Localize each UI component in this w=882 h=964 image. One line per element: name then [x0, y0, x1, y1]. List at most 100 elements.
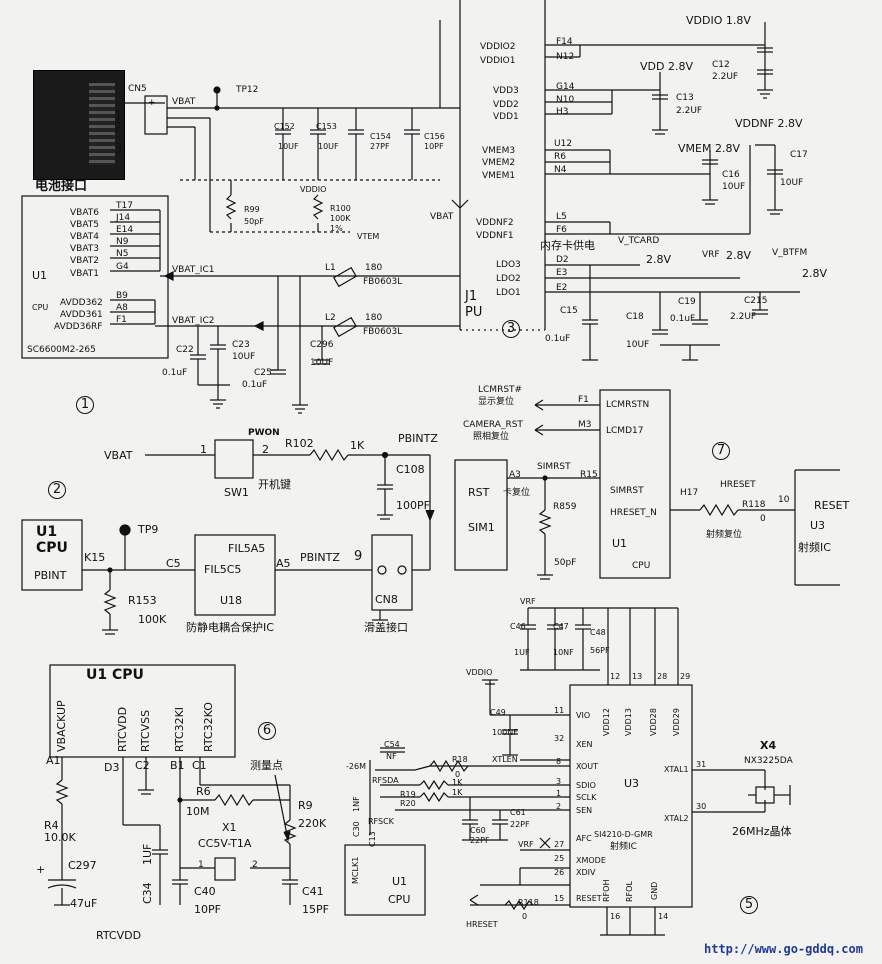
u1-vbat2: VBAT2 [70, 256, 100, 266]
c41-value: 15PF [302, 903, 329, 916]
u3-sen: SEN [576, 806, 593, 815]
c297-plus: + [36, 863, 46, 876]
ball-r15: R15 [580, 470, 598, 480]
fil5c5-pin: FIL5C5 [204, 563, 242, 576]
u3-pin15: 15 [554, 894, 565, 903]
rtcvdd-pin: RTCVDD [116, 706, 129, 752]
battery-contacts [89, 83, 115, 165]
u3-afc: AFC [576, 834, 592, 843]
c54-label: C54 [384, 740, 400, 749]
c40-label: C40 [194, 885, 216, 898]
sim1-label: SIM1 [468, 521, 495, 534]
vmem3-pin: VMEM3 [482, 146, 516, 156]
r19-value: 1K [452, 778, 463, 787]
vmem2-pin: VMEM2 [482, 158, 516, 168]
vrf-net-5: VRF [520, 597, 536, 606]
camera-rst-net: CAMERA_RST [463, 420, 523, 430]
ball-c1: C1 [192, 759, 207, 772]
u3-pin11: 11 [554, 706, 565, 715]
l2-label: L2 [325, 313, 336, 323]
c152-value: 10UF [278, 142, 299, 151]
u1-vbat5: VBAT5 [70, 220, 100, 230]
c30-label: C30 [352, 821, 361, 837]
ball-a3: A3 [509, 470, 521, 480]
tp12-label: TP12 [236, 85, 259, 95]
u3-pin25: 25 [554, 854, 565, 863]
u3-xtal1: XTAL1 [664, 765, 689, 774]
vdd1-pin: VDD1 [493, 112, 519, 122]
u3-pin32: 32 [554, 734, 565, 743]
vbtfm-voltage: 2.8V [802, 267, 828, 280]
c296-label: C296 [310, 340, 334, 350]
ball-d2: D2 [556, 255, 569, 265]
c18-value: 10UF [626, 340, 650, 350]
inf-cap: 1NF [352, 796, 361, 812]
c22-value: 0.1uF [162, 368, 188, 378]
r6-label: R6 [196, 785, 211, 798]
ldo2-pin: LDO2 [496, 274, 521, 284]
c48-value: 56PF [590, 646, 610, 655]
u3-pin27: 27 [554, 840, 565, 849]
x1-pin1: 1 [198, 860, 204, 870]
vbat-ic2-net: VBAT_IC2 [172, 316, 215, 326]
u3-sclk: SCLK [576, 793, 597, 802]
u3-xtal2: XTAL2 [664, 814, 689, 823]
c23-label: C23 [232, 340, 250, 350]
l1-part: FB0603L [363, 277, 403, 287]
r102-label: R102 [285, 437, 314, 450]
ball-t17: T17 [116, 201, 133, 211]
power-key-label: 开机键 [258, 478, 291, 491]
ball-g14: G14 [556, 82, 575, 92]
vddio-supply: VDDIO 1.8V [686, 14, 751, 27]
u1-avdd362: AVDD362 [60, 298, 103, 308]
u1-vbat6: VBAT6 [70, 208, 100, 218]
rtcvss-pin: RTCVSS [139, 709, 152, 752]
u3-reset: RESET [576, 894, 602, 903]
r118-value-5: 0 [522, 912, 528, 921]
c13-label: C13 [676, 93, 694, 103]
r9-label: R9 [298, 799, 313, 812]
u1-cpu-2: CPU [36, 540, 68, 556]
u3-sdio: SDIO [576, 781, 596, 790]
ball-f14: F14 [556, 37, 573, 47]
u18-pin-c5: C5 [166, 557, 181, 570]
u1-cpu-title-6: U1 CPU [86, 667, 144, 683]
vddio-net-5: VDDIO [466, 668, 493, 677]
u18-label: U18 [220, 594, 243, 607]
c34-value: 1UF [141, 843, 154, 865]
hreset-n-pin: HRESET_N [610, 508, 657, 518]
simrst-net: SIMRST [537, 462, 571, 472]
vddio-net-1: VDDIO [300, 185, 327, 194]
x4-part: NX3225DA [744, 756, 793, 766]
hreset-net-5: HRESET [466, 920, 498, 929]
c215-value: 2.2UF [730, 312, 757, 322]
vddio2-pin: VDDIO2 [480, 42, 516, 52]
c16-label: C16 [722, 170, 740, 180]
c47-value: 10NF [553, 648, 574, 657]
ball-b1: B1 [170, 759, 185, 772]
u1-label: U1 [32, 269, 48, 282]
esd-ic-label: 防静电耦合保护IC [186, 621, 274, 634]
ball-c2: C2 [135, 759, 150, 772]
footer-url[interactable]: http://www.go-gddq.com [704, 942, 863, 956]
ball-f6: F6 [556, 225, 567, 235]
x1-part: CC5V-T1A [198, 837, 252, 850]
r118-label-5: R118 [518, 898, 539, 907]
c22-label: C22 [176, 345, 194, 355]
fil5a5-pin: FIL5A5 [228, 542, 266, 555]
ball-a8: A8 [116, 303, 128, 313]
vmem-supply: VMEM 2.8V [678, 142, 740, 155]
ball-u12: U12 [554, 139, 573, 149]
u3-pin30: 30 [696, 802, 707, 811]
u1-vbat3: VBAT3 [70, 244, 100, 254]
vdd2-pin: VDD2 [493, 100, 519, 110]
u3-gnd: GND [650, 881, 659, 900]
slide-connector-label: 滑盖接口 [364, 621, 408, 634]
x4-label: X4 [760, 739, 777, 752]
hreset-net: HRESET [720, 480, 756, 490]
vbat-input: VBAT [104, 449, 133, 462]
tp9-label: TP9 [138, 523, 159, 536]
u3-pin1: 1 [556, 789, 562, 798]
lcmrstn-pin: LCMRSTN [606, 400, 650, 410]
pin-plus: + [148, 98, 156, 108]
